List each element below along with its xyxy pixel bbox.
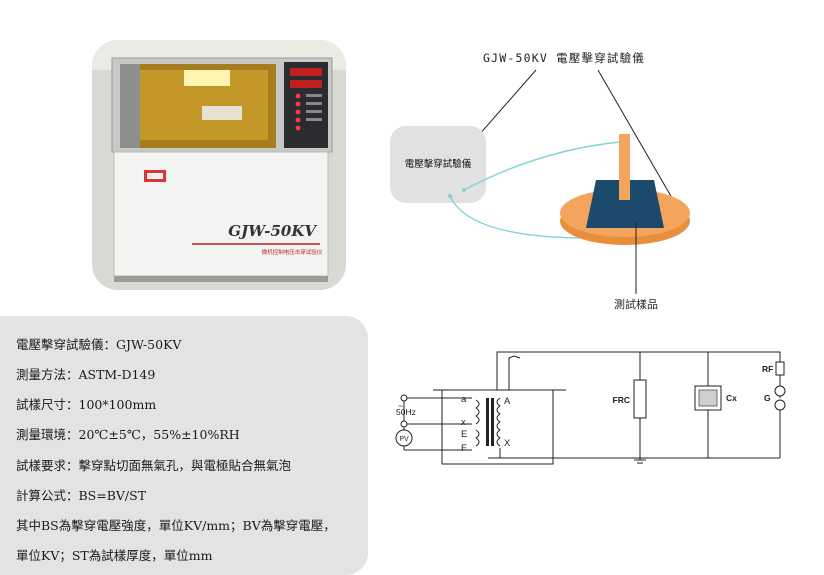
diagram-title: GJW-50KV 電壓擊穿試驗儀 xyxy=(483,51,645,65)
spec-line-size: 試樣尺寸：100*100mm xyxy=(16,397,157,412)
tap-X: X xyxy=(504,438,511,449)
leader-line-box xyxy=(477,69,537,137)
voltmeter-label: PV xyxy=(399,436,409,443)
spec-line-requirement: 試樣要求：擊穿點切面無氣孔，與電極貼合無氣泡 xyxy=(16,458,292,473)
rf-resistor-icon xyxy=(775,361,785,376)
test-sample xyxy=(586,180,664,228)
spec-line-formula: 計算公式：BS=BV/ST xyxy=(16,488,147,503)
tap-e: E xyxy=(461,429,467,440)
spark-gap-lower-icon xyxy=(774,399,786,411)
rf-label: RF xyxy=(762,364,773,374)
transformer-core xyxy=(486,398,489,446)
source-terminal-bottom xyxy=(400,420,408,428)
source-label: 50Hz xyxy=(396,407,416,417)
plate-subtitle: 微机控制电压击穿试验仪 xyxy=(262,248,323,256)
tap-f: F xyxy=(461,443,467,454)
frc-resistor-icon xyxy=(633,379,647,419)
instrument-box xyxy=(390,126,486,203)
instrument-photo: GJW-50KV 微机控制电压击穿试验仪 xyxy=(92,40,346,290)
spec-line-definition-1: 其中BS為擊穿電壓強度，單位KV/mm；BV為擊穿電壓， xyxy=(16,518,336,533)
g-label: G xyxy=(764,393,771,403)
cable-lower xyxy=(449,195,601,239)
spec-panel: 電壓擊穿試驗儀：GJW-50KV 測量方法：ASTM-D149 試樣尺寸：100… xyxy=(0,316,368,575)
spec-line-method: 測量方法：ASTM-D149 xyxy=(16,367,156,382)
ac-symbol-icon: ~ xyxy=(398,401,403,411)
model-plate: GJW-50KV xyxy=(228,222,317,240)
spec-line-environment: 測量環境：20℃±5℃，55%±10%RH xyxy=(16,427,240,442)
voltmeter-icon xyxy=(395,429,413,447)
spark-gap-upper-icon xyxy=(774,385,786,397)
sample-label: 測試樣品 xyxy=(614,297,658,311)
leader-line-disc xyxy=(597,69,673,199)
source-terminal-top xyxy=(400,394,408,402)
upper-electrode-rod xyxy=(619,134,630,200)
spec-line-instrument: 電壓擊穿試驗儀：GJW-50KV xyxy=(16,337,182,352)
cx-label: Cx xyxy=(726,393,737,403)
instrument-illustration: GJW-50KV 微机控制电压击穿试验仪 xyxy=(92,40,346,290)
spec-line-definition-2: 單位KV；ST為試樣厚度，單位mm xyxy=(16,548,213,563)
cable-upper xyxy=(463,141,621,191)
tap-A: A xyxy=(504,396,511,407)
frc-label: FRC xyxy=(613,395,630,405)
instrument-box-label: 電壓擊穿試驗儀 xyxy=(405,158,472,170)
circuit-diagram xyxy=(403,351,781,465)
tap-a: a xyxy=(461,394,467,405)
tap-x-lower: x xyxy=(461,417,466,428)
